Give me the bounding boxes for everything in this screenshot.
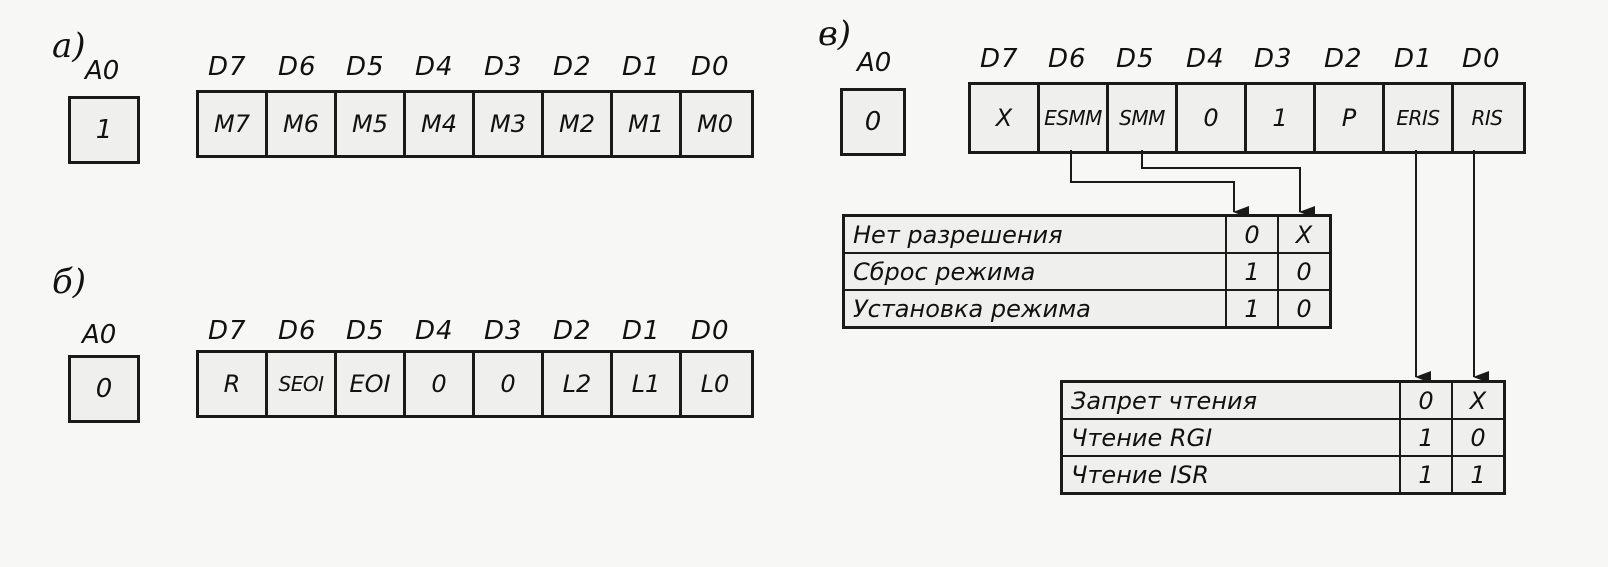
- register-cell: M2: [559, 110, 595, 138]
- register-cell: P: [1341, 104, 1357, 132]
- register-cell: EOI: [349, 370, 391, 398]
- panel-b-bit-label: D1: [622, 316, 661, 346]
- register-cell: M1: [628, 110, 664, 138]
- register-cell: M4: [421, 110, 457, 138]
- table-row: Установка режима 1 0: [842, 289, 1332, 329]
- panel-a-label: а): [52, 26, 86, 66]
- table-cell-value: 1: [1399, 455, 1453, 495]
- table-cell-value: 1: [1225, 252, 1279, 291]
- panel-c-bit-label: D3: [1254, 44, 1293, 74]
- table-cell-value: 1: [1225, 289, 1279, 329]
- table-cell-text: Нет разрешения: [842, 214, 1227, 254]
- panel-c-bit-label: D5: [1116, 44, 1155, 74]
- arrow-esmm: [1070, 150, 1249, 218]
- panel-b-a0-label: A0: [82, 320, 117, 350]
- panel-c-bit-label: D7: [980, 44, 1019, 74]
- panel-b-bit-label: D3: [484, 316, 523, 346]
- mode-table: Нет разрешения 0 X Сброс режима 1 0 Уста…: [842, 214, 1332, 329]
- register-cell: ESMM: [1044, 106, 1102, 130]
- panel-a-bit-label: D0: [691, 52, 730, 82]
- panel-b-bit-label: D7: [208, 316, 247, 346]
- panel-c-bit-label: D4: [1186, 44, 1225, 74]
- panel-a-a0-value: 1: [95, 115, 113, 145]
- panel-c-bit-label: D0: [1462, 44, 1501, 74]
- panel-b-bit-label: D2: [553, 316, 592, 346]
- table-cell-value: 0: [1451, 418, 1506, 457]
- table-cell-value: 0: [1277, 289, 1332, 329]
- arrow-smm: [1141, 150, 1315, 218]
- panel-c-bit-label: D2: [1324, 44, 1363, 74]
- register-cell: 0: [431, 370, 447, 398]
- panel-a-bit-label: D2: [553, 52, 592, 82]
- table-cell-text: Установка режима: [842, 289, 1227, 329]
- register-cell: SEOI: [278, 372, 324, 396]
- register-cell: M0: [697, 110, 733, 138]
- panel-a-bit-label: D6: [278, 52, 317, 82]
- table-cell-value: 1: [1399, 418, 1453, 457]
- table-cell-text: Чтение ISR: [1060, 455, 1401, 495]
- panel-b-bit-labels: D7 D6 D5 D4 D3 D2 D1 D0: [196, 316, 751, 350]
- register-cell: 0: [1203, 104, 1219, 132]
- table-cell-value: X: [1451, 380, 1506, 420]
- panel-c-label: в): [818, 14, 852, 54]
- panel-c-a0-label: A0: [857, 48, 892, 78]
- table-row: Сброс режима 1 0: [842, 252, 1332, 291]
- table-cell-text: Сброс режима: [842, 252, 1227, 291]
- panel-c-a0-value: 0: [864, 107, 882, 137]
- panel-a-bit-label: D5: [346, 52, 385, 82]
- panel-c-bit-label: D6: [1048, 44, 1087, 74]
- read-table: Запрет чтения 0 X Чтение RGI 1 0 Чтение …: [1060, 380, 1506, 495]
- table-cell-value: 0: [1225, 214, 1279, 254]
- register-cell: M3: [490, 110, 526, 138]
- register-cell: ERIS: [1396, 106, 1440, 130]
- table-row: Чтение RGI 1 0: [1060, 418, 1506, 457]
- table-cell-value: X: [1277, 214, 1332, 254]
- panel-a-bit-labels: D7 D6 D5 D4 D3 D2 D1 D0: [196, 52, 751, 86]
- panel-a-bit-label: D4: [415, 52, 454, 82]
- register-cell: X: [995, 104, 1013, 132]
- panel-b-bit-label: D5: [346, 316, 385, 346]
- table-cell-value: 1: [1451, 455, 1506, 495]
- register-cell: L1: [631, 370, 661, 398]
- register-cell: L0: [700, 370, 730, 398]
- table-cell-text: Чтение RGI: [1060, 418, 1401, 457]
- panel-b-bit-label: D4: [415, 316, 454, 346]
- panel-b-bit-label: D0: [691, 316, 730, 346]
- table-row: Чтение ISR 1 1: [1060, 455, 1506, 495]
- register-cell: M7: [214, 110, 250, 138]
- panel-c-a0-box: 0: [840, 88, 906, 156]
- register-cell: 1: [1272, 104, 1288, 132]
- register-cell: R: [223, 370, 241, 398]
- table-cell-text: Запрет чтения: [1060, 380, 1401, 420]
- panel-b-a0-value: 0: [95, 374, 113, 404]
- panel-b-a0-box: 0: [68, 355, 140, 423]
- panel-a-a0-label: A0: [85, 56, 120, 86]
- panel-a-bit-label: D7: [208, 52, 247, 82]
- panel-c-bit-labels: D7 D6 D5 D4 D3 D2 D1 D0: [968, 44, 1528, 78]
- register-cell: SMM: [1119, 106, 1165, 130]
- panel-b-bit-label: D6: [278, 316, 317, 346]
- table-row: Нет разрешения 0 X: [842, 214, 1332, 254]
- panel-c-register: X ESMM SMM 0 1 P ERIS RIS: [968, 82, 1526, 154]
- register-cell: L2: [562, 370, 592, 398]
- panel-b-label: б): [52, 262, 87, 302]
- register-cell: M5: [352, 110, 388, 138]
- panel-b-register: R SEOI EOI 0 0 L2 L1 L0: [196, 350, 754, 418]
- panel-a-register: M7 M6 M5 M4 M3 M2 M1 M0: [196, 90, 754, 158]
- register-cell: RIS: [1471, 106, 1504, 130]
- register-cell: 0: [500, 370, 516, 398]
- table-cell-value: 0: [1399, 380, 1453, 420]
- panel-a-bit-label: D1: [622, 52, 661, 82]
- table-cell-value: 0: [1277, 252, 1332, 291]
- panel-a-bit-label: D3: [484, 52, 523, 82]
- table-row: Запрет чтения 0 X: [1060, 380, 1506, 420]
- panel-a-a0-box: 1: [68, 96, 140, 164]
- panel-c-bit-label: D1: [1394, 44, 1433, 74]
- register-cell: M6: [283, 110, 319, 138]
